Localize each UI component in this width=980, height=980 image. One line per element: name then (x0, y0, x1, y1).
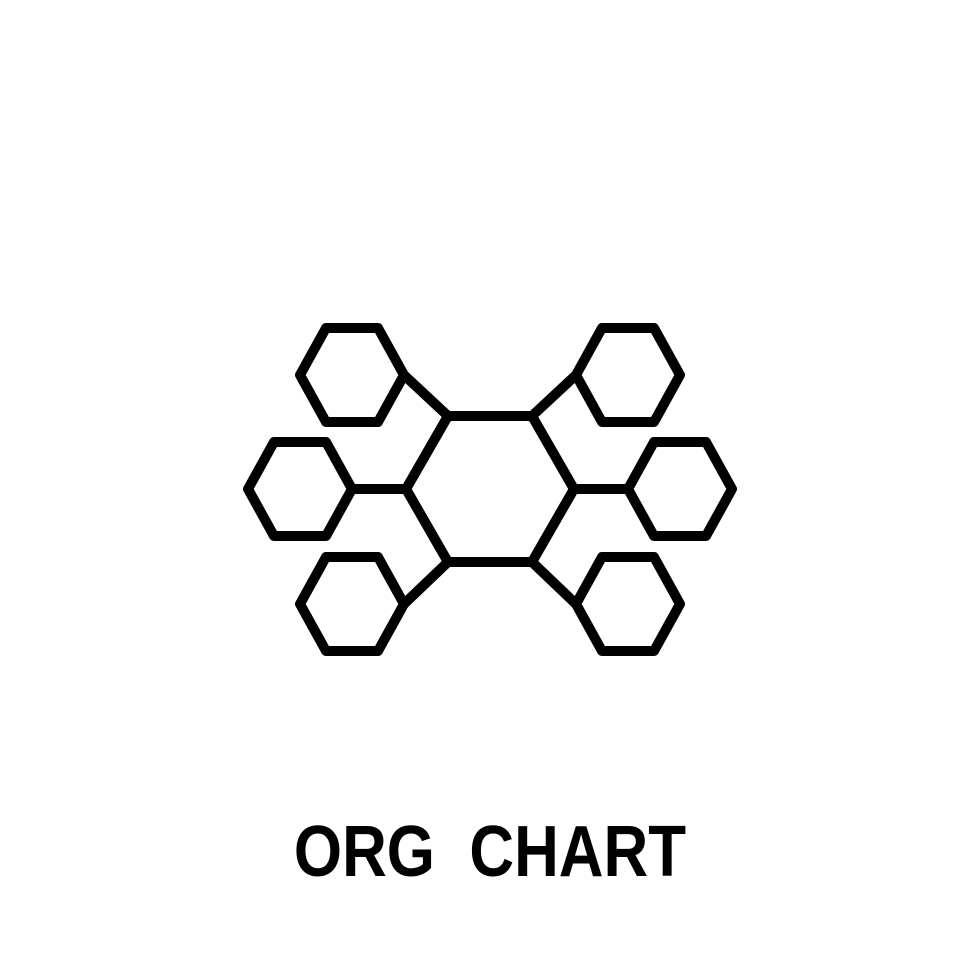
connector-top-right (527, 370, 581, 421)
top-left-hexagon (295, 323, 409, 427)
middle-right-hexagon (623, 437, 737, 541)
top-right-hexagon (571, 323, 685, 427)
middle-left-hexagon (243, 437, 357, 541)
connector-top-left (399, 370, 453, 421)
caption-title: ORG CHART (293, 812, 687, 892)
bottom-right-hexagon (571, 552, 685, 656)
connector-bottom-left (399, 557, 453, 609)
connector-bottom-right (527, 557, 581, 609)
center-hexagon (401, 411, 579, 567)
bottom-left-hexagon (295, 552, 409, 656)
